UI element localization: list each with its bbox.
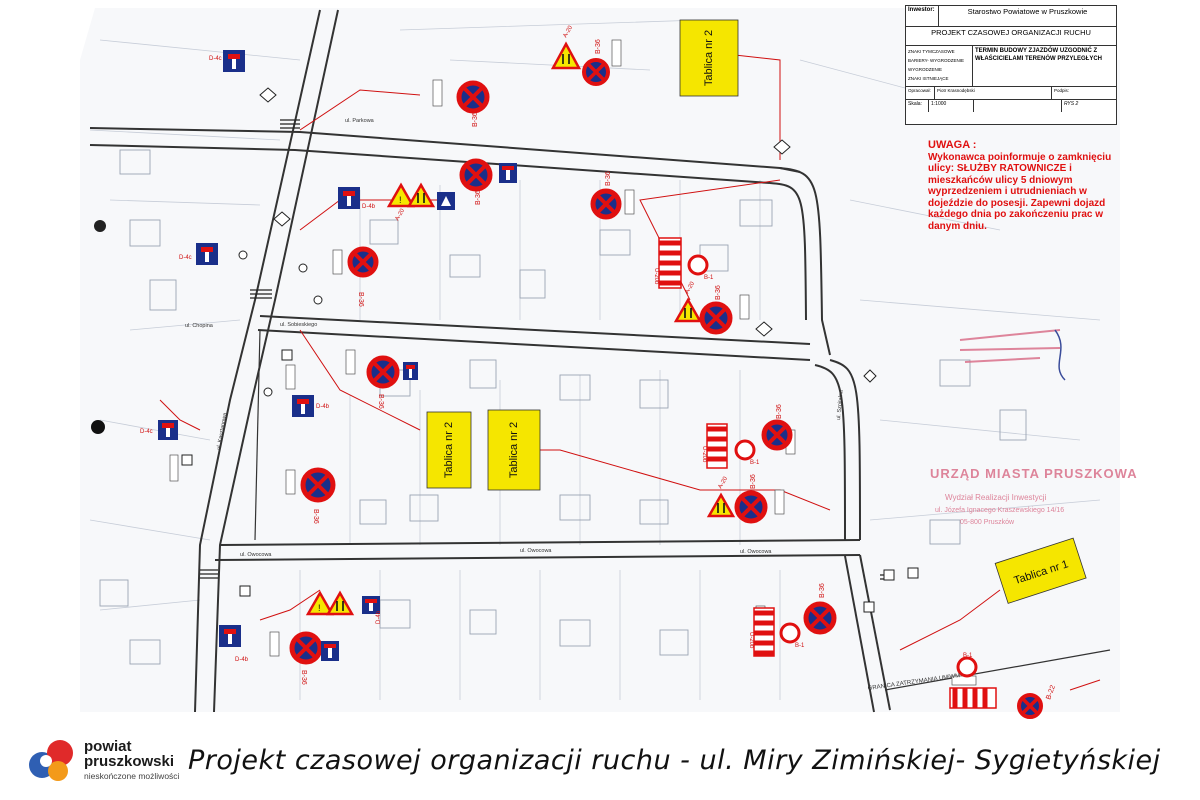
- drawing-number: RYS 2: [1064, 101, 1079, 107]
- svg-text:B-36: B-36: [377, 394, 384, 409]
- b36-sign: B-36: [347, 246, 379, 307]
- b36-sign: B-36: [734, 474, 768, 524]
- street-label: ul. Szpitalna: [836, 389, 845, 420]
- svg-text:U-20b: U-20b: [748, 632, 754, 649]
- svg-text:B-1: B-1: [704, 275, 714, 281]
- info-board: Tablica nr 2: [487, 409, 541, 491]
- b36-sign: B-36: [366, 355, 400, 409]
- svg-text:!: !: [399, 195, 402, 205]
- svg-text:D-4b: D-4b: [376, 610, 382, 624]
- existing-signs: [181, 87, 919, 613]
- svg-text:A-20: A-20: [718, 475, 730, 490]
- b36-sign: B-36: [699, 285, 733, 335]
- street-label: ul. Owocowa: [240, 552, 272, 558]
- roads: [89, 9, 1111, 713]
- street-label: ul. Owocowa: [740, 549, 772, 555]
- scale-value: 1:1000: [929, 100, 974, 112]
- investor-label: Inwestor:: [906, 6, 939, 26]
- page-caption: Projekt czasowej organizacji ruchu - ul.…: [188, 745, 1161, 776]
- investor-name: Starostwo Powiatowe w Pruszkowie: [967, 7, 1088, 16]
- b36-sign: B-36: [456, 80, 490, 127]
- info-board: Tablica nr 2: [426, 411, 472, 489]
- svg-text:A-20: A-20: [563, 24, 575, 39]
- svg-text:B-1: B-1: [750, 460, 760, 466]
- info-board: Tablica nr 2: [679, 19, 739, 97]
- svg-text:Tablica nr 2: Tablica nr 2: [703, 30, 715, 86]
- warning-heading: UWAGA :: [928, 139, 977, 151]
- svg-text:B-36: B-36: [605, 171, 612, 186]
- legend-item: ZNAKI TYMCZASOWE: [908, 49, 955, 54]
- svg-text:B-1: B-1: [963, 653, 973, 659]
- u20b-barrier: U-20b U-20b U-20b: [653, 237, 997, 709]
- svg-text:U-20b: U-20b: [701, 446, 707, 463]
- svg-text:B-36: B-36: [357, 292, 364, 307]
- scale-label: Skala:: [906, 100, 929, 112]
- svg-text:B-36: B-36: [819, 583, 826, 598]
- street-label: ul. Chopina: [185, 323, 214, 329]
- b36-sign: [1017, 693, 1043, 719]
- d4-sign: D-4c D-4b D-4c D-4b D-4c D-4b D-4b: [140, 50, 517, 663]
- svg-text:U-20b: U-20b: [653, 268, 659, 285]
- svg-text:D-4b: D-4b: [362, 204, 376, 210]
- a20-sign: A-20 ! A-20 A-20 A-20 !: [305, 24, 736, 616]
- svg-text:B-1: B-1: [795, 643, 805, 649]
- b36-sign: B-36: [300, 467, 336, 524]
- svg-text:B-36: B-36: [715, 285, 722, 300]
- logo-line1: powiat: [84, 738, 132, 755]
- svg-text:ul. Józefa Ignacego Kraszewski: ul. Józefa Ignacego Kraszewskiego 14/16: [935, 507, 1064, 514]
- svg-text:B-36: B-36: [312, 509, 319, 524]
- svg-text:!: !: [318, 603, 321, 613]
- b36-sign: B-36: [590, 171, 622, 220]
- svg-text:D-4b: D-4b: [235, 657, 249, 663]
- svg-text:A-20: A-20: [395, 207, 407, 222]
- logo-wordmark: powiat pruszkowski nieskończone możliwoś…: [84, 739, 179, 781]
- street-label: ul. Owocowa: [520, 548, 552, 554]
- svg-text:URZĄD MIASTA PRUSZKOWA: URZĄD MIASTA PRUSZKOWA: [930, 466, 1138, 481]
- b1-sign: B-1 B-1 B-1 B-1: [687, 254, 978, 678]
- b36-sign: B-36: [761, 404, 793, 451]
- svg-text:B-36: B-36: [475, 190, 482, 205]
- powiat-logo-icon: [29, 740, 73, 781]
- logo-tagline: nieskończone możliwości: [84, 771, 180, 781]
- svg-text:Wydział Realizacji Inwestycji: Wydział Realizacji Inwestycji: [945, 493, 1047, 502]
- svg-text:D-4b: D-4b: [316, 404, 330, 410]
- warning-note: UWAGA : Wykonawca poinformuje o zamknięc…: [928, 139, 1118, 232]
- svg-text:A-20: A-20: [685, 280, 697, 295]
- footer: powiat pruszkowski nieskończone możliwoś…: [0, 725, 1200, 800]
- legend-item: WYGRODZENIE: [908, 67, 943, 72]
- legend-item: ZNAKI ISTNIEJĄCE: [908, 76, 949, 81]
- svg-text:Tablica nr 2: Tablica nr 2: [508, 422, 520, 478]
- title-block: Inwestor: Starostwo Powiatowe w Pruszkow…: [905, 5, 1117, 125]
- construction-note: TERMIN BUDOWY ZJAZDÓW UZGODNIĆ Z WŁAŚCIC…: [975, 48, 1102, 62]
- svg-text:D-4c: D-4c: [140, 429, 153, 435]
- b22-label: B-22: [1045, 684, 1057, 700]
- street-label: ul. Parkowa: [345, 118, 375, 124]
- tree-dark: [91, 420, 105, 434]
- prepared-by: Piotr Krasnodębski: [935, 87, 1052, 99]
- tree-dark: [94, 220, 106, 232]
- svg-text:B-36: B-36: [750, 474, 757, 489]
- project-title: PROJEKT CZASOWEJ ORGANIZACJI RUCHU: [931, 28, 1091, 37]
- street-label: ul. Sobieskiego: [280, 322, 317, 328]
- svg-text:D-4c: D-4c: [179, 255, 192, 261]
- svg-text:B-36: B-36: [595, 39, 602, 54]
- legend: ZNAKI TYMCZASOWE BARIERY- WYGRODZENIE WY…: [906, 46, 973, 86]
- b36-sign: B-36: [289, 631, 323, 685]
- info-board: Tablica nr 1: [994, 537, 1087, 604]
- svg-text:B-36: B-36: [300, 670, 307, 685]
- svg-text:Tablica nr 2: Tablica nr 2: [443, 422, 455, 478]
- b36-sign: B-36: [582, 39, 610, 86]
- logo-line2: pruszkowski: [84, 753, 175, 770]
- svg-text:D-4c: D-4c: [209, 56, 222, 62]
- prepared-label: Opracował:: [906, 87, 935, 99]
- b36-sign: B-36: [803, 583, 837, 635]
- warning-text: Wykonawca poinformuje o zamknięciu ulicy…: [928, 151, 1112, 232]
- office-stamp: URZĄD MIASTA PRUSZKOWA Wydział Realizacj…: [930, 329, 1138, 526]
- b36-sign: B-36: [459, 158, 493, 205]
- svg-text:B-36: B-36: [472, 112, 479, 127]
- svg-text:B-36: B-36: [776, 404, 783, 419]
- legend-item: BARIERY- WYGRODZENIE: [908, 58, 965, 63]
- svg-text:05-800 Pruszków: 05-800 Pruszków: [960, 519, 1015, 526]
- sign-label: Podpis:: [1054, 88, 1070, 93]
